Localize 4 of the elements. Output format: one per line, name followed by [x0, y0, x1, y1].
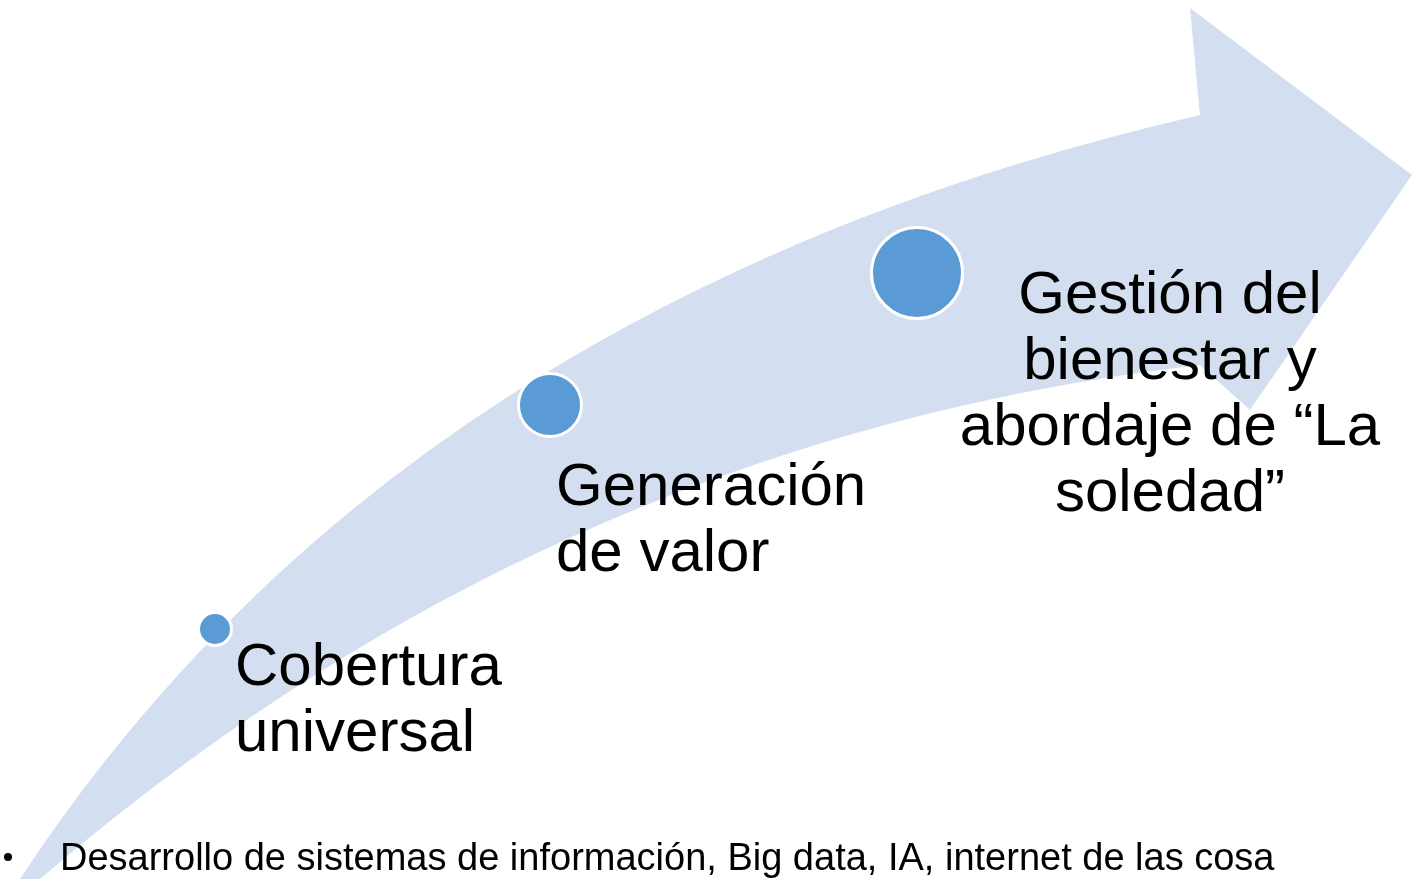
- step-label: Generación de valor: [556, 452, 868, 584]
- step-label: Gestión del bienestar y abordaje de “La soledad”: [958, 260, 1382, 524]
- bullet-text: Desarrollo de sistemas de información, Big data, IA, internet de las cosa: [60, 836, 1275, 878]
- step-label: Cobertura universal: [235, 632, 503, 764]
